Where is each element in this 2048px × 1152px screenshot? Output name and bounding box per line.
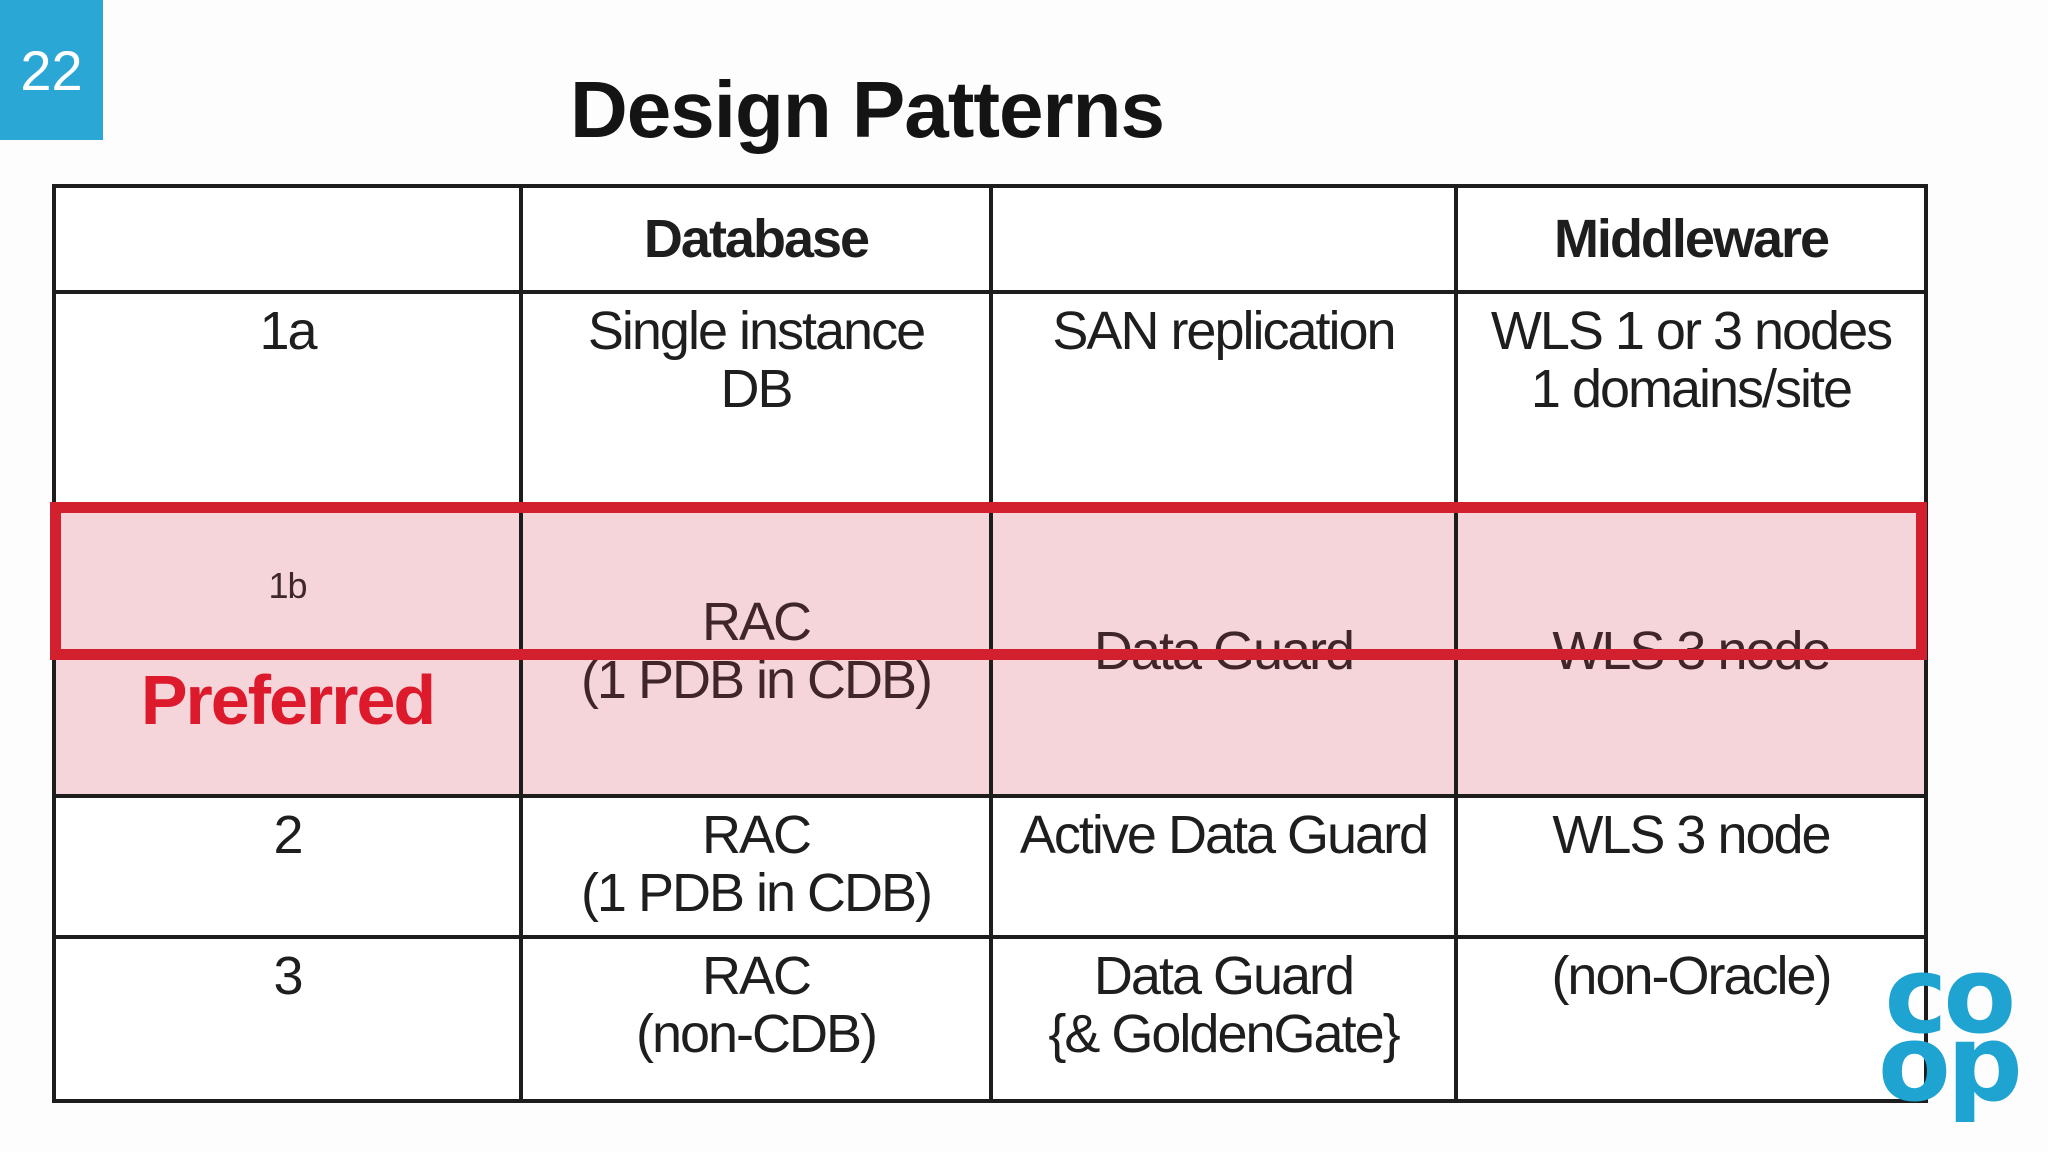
slide-number-badge: 22 [0, 0, 103, 140]
cell-1b-number: 1b Preferred [52, 505, 523, 798]
cell-1a-replication: SAN replication [989, 290, 1458, 509]
cell-1a-database: Single instance DB [519, 290, 993, 509]
cell-3-replication: Data Guard {& GoldenGate} [989, 934, 1458, 1103]
cell-2-number: 2 [52, 793, 523, 939]
cell-3-middleware: (non-Oracle) [1454, 934, 1928, 1103]
header-cell-database: Database [519, 184, 993, 294]
header-cell-blank-1 [52, 184, 523, 294]
cell-3-number: 3 [52, 934, 523, 1103]
cell-1a-number: 1a [52, 290, 523, 509]
slide-title: Design Patterns [569, 65, 1165, 154]
row-number-1b: 1b [268, 565, 307, 607]
preferred-label: Preferred [140, 661, 436, 740]
table-row-1b-preferred: 1b Preferred RAC (1 PDB in CDB) Data Gua… [52, 505, 1928, 798]
cell-1b-database: RAC (1 PDB in CDB) [519, 505, 993, 798]
table-row-3: 3 RAC (non-CDB) Data Guard {& GoldenGate… [52, 934, 1928, 1103]
coop-logo-line2: op [1878, 1002, 2023, 1125]
cell-3-database: RAC (non-CDB) [519, 934, 993, 1103]
header-cell-middleware: Middleware [1454, 184, 1928, 294]
cell-2-replication: Active Data Guard [989, 793, 1458, 939]
cell-1b-replication: Data Guard [989, 505, 1458, 798]
table-row-2: 2 RAC (1 PDB in CDB) Active Data Guard W… [52, 793, 1928, 939]
coop-logo: co op [1878, 943, 2023, 1125]
cell-1b-middleware: WLS 3 node [1454, 505, 1928, 798]
cell-1a-middleware: WLS 1 or 3 nodes 1 domains/site [1454, 290, 1928, 509]
design-patterns-table: Database Middleware 1a Single instance D… [52, 184, 1928, 1103]
cell-2-middleware: WLS 3 node [1454, 793, 1928, 939]
table-row-1a: 1a Single instance DB SAN replication WL… [52, 290, 1928, 509]
table-header-row: Database Middleware [52, 184, 1928, 294]
header-cell-blank-2 [989, 184, 1458, 294]
slide-number: 22 [20, 38, 83, 102]
cell-2-database: RAC (1 PDB in CDB) [519, 793, 993, 939]
